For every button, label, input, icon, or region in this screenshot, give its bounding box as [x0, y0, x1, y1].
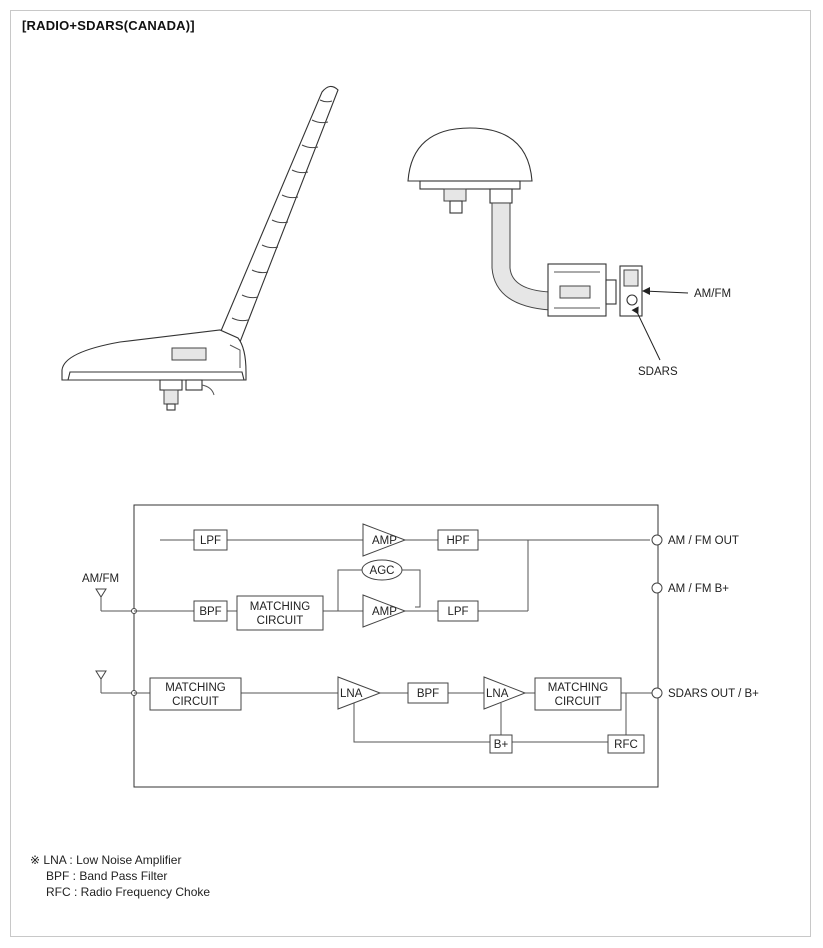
svg-text:LNA: LNA	[340, 688, 363, 700]
legend-row-lna: ※ LNA : Low Noise Amplifier	[30, 853, 182, 867]
amp-top-block	[362, 523, 407, 557]
agc-block	[361, 559, 403, 581]
abbreviation-legend: ※ LNA : Low Noise Amplifier BPF : Band P…	[30, 852, 210, 900]
svg-text:LPF: LPF	[447, 606, 468, 618]
dome-antenna-drawing	[407, 127, 643, 317]
svg-text:AGC: AGC	[370, 565, 395, 577]
matching-circuit-amfm-block	[236, 595, 324, 631]
amfm-bplus-label: AM / FM B+	[668, 583, 729, 595]
svg-text:CIRCUIT: CIRCUIT	[257, 615, 304, 627]
hpf-block	[437, 529, 479, 551]
svg-text:LPF: LPF	[200, 535, 221, 547]
bpf-sdars-block	[407, 682, 449, 704]
svg-text:CIRCUIT: CIRCUIT	[555, 696, 602, 708]
svg-text:MATCHING: MATCHING	[165, 682, 226, 694]
callout-sdars-label: SDARS	[638, 366, 678, 378]
sdars-out-label: SDARS OUT / B+	[668, 688, 759, 700]
svg-text:RFC: RFC	[614, 739, 638, 751]
svg-text:CIRCUIT: CIRCUIT	[172, 696, 219, 708]
svg-text:MATCHING: MATCHING	[250, 601, 311, 613]
figure-frame	[10, 10, 811, 937]
bplus-block	[489, 734, 513, 754]
sdars-antenna-icon	[95, 670, 107, 680]
bpf-amfm-block	[193, 600, 228, 622]
lna-2-block	[483, 676, 527, 710]
block-diagram: AM/FM AM / FM OUT AM / FM B+ S	[82, 504, 759, 788]
mast-antenna-drawing	[61, 85, 339, 411]
lna-1-block	[337, 676, 382, 710]
svg-text:BPF: BPF	[199, 606, 221, 618]
legend-marker: ※	[30, 853, 41, 867]
amfm-out-label: AM / FM OUT	[668, 535, 739, 547]
svg-text:LNA: LNA	[486, 688, 509, 700]
legend-row-rfc: RFC : Radio Frequency Choke	[46, 885, 211, 899]
amfm-out-terminal	[651, 534, 663, 546]
matching-circuit-sdars-out-block	[534, 677, 622, 711]
svg-text:MATCHING: MATCHING	[548, 682, 609, 694]
sdars-out-terminal	[651, 687, 663, 699]
amfm-input-label: AM/FM	[82, 573, 119, 585]
matching-circuit-sdars-in-block	[149, 677, 242, 711]
figure-title: [RADIO+SDARS(CANADA)]	[22, 18, 195, 33]
callout-amfm-label: AM/FM	[694, 288, 731, 300]
lpf-top-block	[193, 529, 228, 551]
svg-text:HPF: HPF	[447, 535, 470, 547]
callout-leaders	[631, 287, 689, 361]
lpf-bottom-block	[437, 600, 479, 622]
amfm-bplus-terminal	[651, 582, 663, 594]
circuit-enclosure	[133, 504, 659, 788]
svg-text:AMP: AMP	[372, 535, 397, 547]
legend-row-bpf: BPF : Band Pass Filter	[46, 869, 168, 883]
rfc-block	[607, 734, 645, 754]
svg-text:BPF: BPF	[417, 688, 439, 700]
svg-text:AMP: AMP	[372, 606, 397, 618]
amp-bottom-block	[362, 594, 407, 628]
svg-text:B+: B+	[494, 739, 509, 751]
amfm-antenna-icon	[95, 588, 107, 598]
